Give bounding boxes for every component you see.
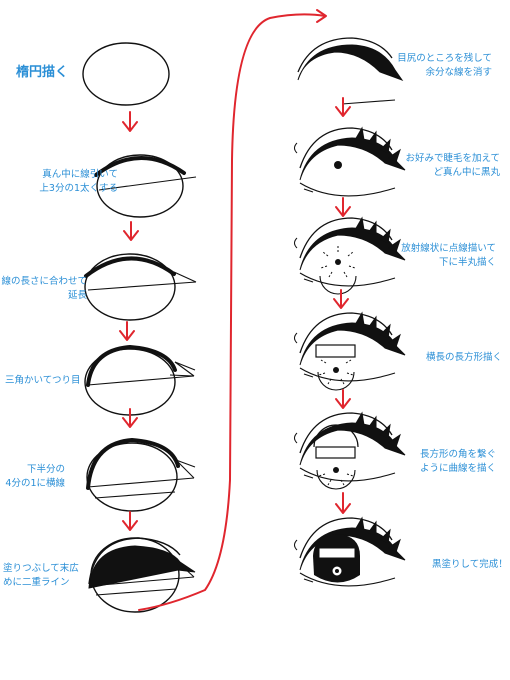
step-6-figure [88,537,196,613]
step-3-label-line-2: 延長 [67,290,87,301]
arrow-8-to-9-icon [335,197,351,217]
step-12-label-line-1: 黒塗りして完成！ [432,559,508,570]
step-1-ellipse-figure [82,42,170,106]
step-arrows [119,9,351,611]
step-11-label: 長方形の角を繋ぐ ように曲線を描く [420,448,496,476]
step-12-label: 黒塗りして完成！ [432,558,508,572]
step-6-label: 塗りつぶして末広 めに二重ライン [3,562,79,590]
step-8-label: お好みで睫毛を加えて ど真ん中に黒丸 [405,152,500,180]
arrow-3-to-4-icon [119,321,135,341]
arrow-2-to-3-icon [123,221,139,241]
step-9-label: 放射線状に点線描いて 下に半丸描く [401,242,496,270]
arrow-5-to-6-icon [122,511,138,531]
step-9-label-line-1: 放射線状に点線描いて [401,243,496,254]
step-3-label-line-1: 線の長さに合わせて [1,276,87,287]
step-3-figure [84,253,197,321]
arrow-4-to-5-icon [122,408,138,428]
step-12-figure [294,516,406,587]
arrow-1-to-2-icon [122,111,138,132]
step-5-label: 下半分の 4分の1に横線 [5,463,65,491]
arrow-7-to-8-icon [335,97,351,117]
step-2-label-line-2: 上3分の1太くする [39,183,118,194]
step-6-label-line-2: めに二重ライン [3,577,70,588]
step-8-figure [294,126,406,197]
arrow-left-to-right-column-icon [138,9,327,611]
step-9-figure [294,216,406,295]
step-8-label-line-1: お好みで睫毛を加えて [405,153,500,164]
step-2-figure [94,154,197,218]
step-7-figure [297,37,404,105]
step-7-label: 目尻のところを残して 余分な線を消す [397,52,492,80]
step-5-label-line-2: 4分の1に横線 [5,478,65,489]
step-2-label: 真ん中に線引いて 上3分の1太くする [39,168,118,196]
step-9-label-line-2: 下に半丸描く [438,257,496,268]
step-5-label-line-1: 下半分の [26,464,65,475]
step-1-label: 楕円描く [16,65,68,81]
arrow-10-to-11-icon [335,389,351,409]
step-8-label-line-2: ど真ん中に黒丸 [433,167,500,178]
arrow-9-to-10-icon [333,289,349,309]
step-10-label-line-1: 横長の長方形描く [426,352,503,363]
step-7-label-line-2: 余分な線を消す [425,67,492,78]
step-3-label: 線の長さに合わせて 延長 [1,275,87,303]
step-4-figure [84,344,196,416]
step-4-label-line-1: 三角かいてつり目 [5,375,81,386]
step-5-figure [86,437,196,512]
step-6-label-line-1: 塗りつぶして末広 [3,563,79,574]
step-11-figure [294,411,406,490]
step-7-label-line-1: 目尻のところを残して [397,53,492,64]
step-10-figure [294,311,406,391]
step-2-label-line-1: 真ん中に線引いて [42,169,118,180]
step-4-label: 三角かいてつり目 [5,374,81,388]
step-1-label-line-1: 楕円描く [16,65,69,80]
step-11-label-line-2: ように曲線を描く [419,463,496,474]
step-11-label-line-1: 長方形の角を繋ぐ [419,449,496,460]
step-10-label: 横長の長方形描く [426,351,502,365]
arrow-11-to-12-icon [335,492,351,514]
